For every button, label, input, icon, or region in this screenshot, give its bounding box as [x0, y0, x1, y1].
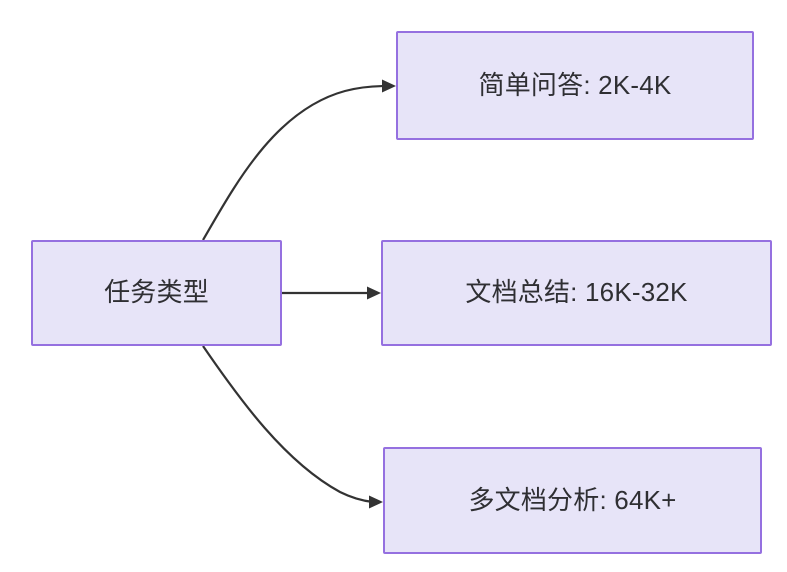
node-simple-qa[interactable]: 简单问答: 2K-4K — [396, 31, 754, 140]
node-doc-summary[interactable]: 文档总结: 16K-32K — [381, 240, 772, 346]
arrow-head-simple-qa — [382, 79, 396, 93]
edge-root-to-multi-doc — [202, 345, 383, 509]
edge-root-to-simple-qa — [202, 79, 396, 241]
node-task-type[interactable]: 任务类型 — [31, 240, 282, 346]
arrow-head-multi-doc — [369, 495, 383, 509]
node-task-type-label: 任务类型 — [104, 277, 209, 308]
edge-path-simple-qa — [202, 84, 387, 241]
edge-path-multi-doc — [202, 345, 374, 504]
arrow-head-doc-summary — [367, 286, 381, 300]
node-simple-qa-label: 简单问答: 2K-4K — [478, 69, 672, 100]
node-multi-doc-label: 多文档分析: 64K+ — [468, 484, 677, 515]
edge-root-to-doc-summary — [282, 286, 381, 300]
node-multi-doc[interactable]: 多文档分析: 64K+ — [383, 447, 762, 554]
node-doc-summary-label: 文档总结: 16K-32K — [465, 277, 688, 308]
